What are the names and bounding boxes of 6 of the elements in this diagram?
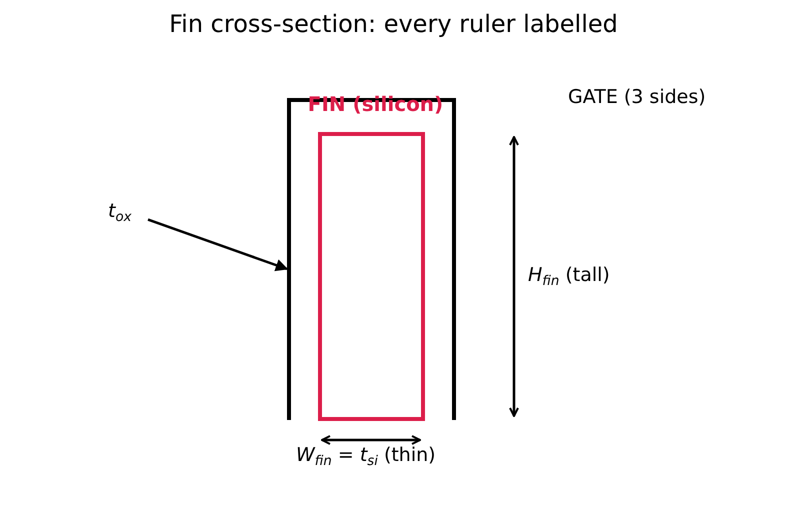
- height-label: H$_{fin}$ (tall): [528, 264, 610, 289]
- width-label: W$_{fin}$ = t$_{si}$ (thin): [296, 444, 436, 469]
- leader-line: [148, 218, 288, 272]
- math-label: t$_{ox}$: [108, 200, 132, 225]
- title: Fin cross-section: every ruler labelled: [168, 10, 619, 38]
- gate-label: GATE (3 sides): [568, 86, 706, 108]
